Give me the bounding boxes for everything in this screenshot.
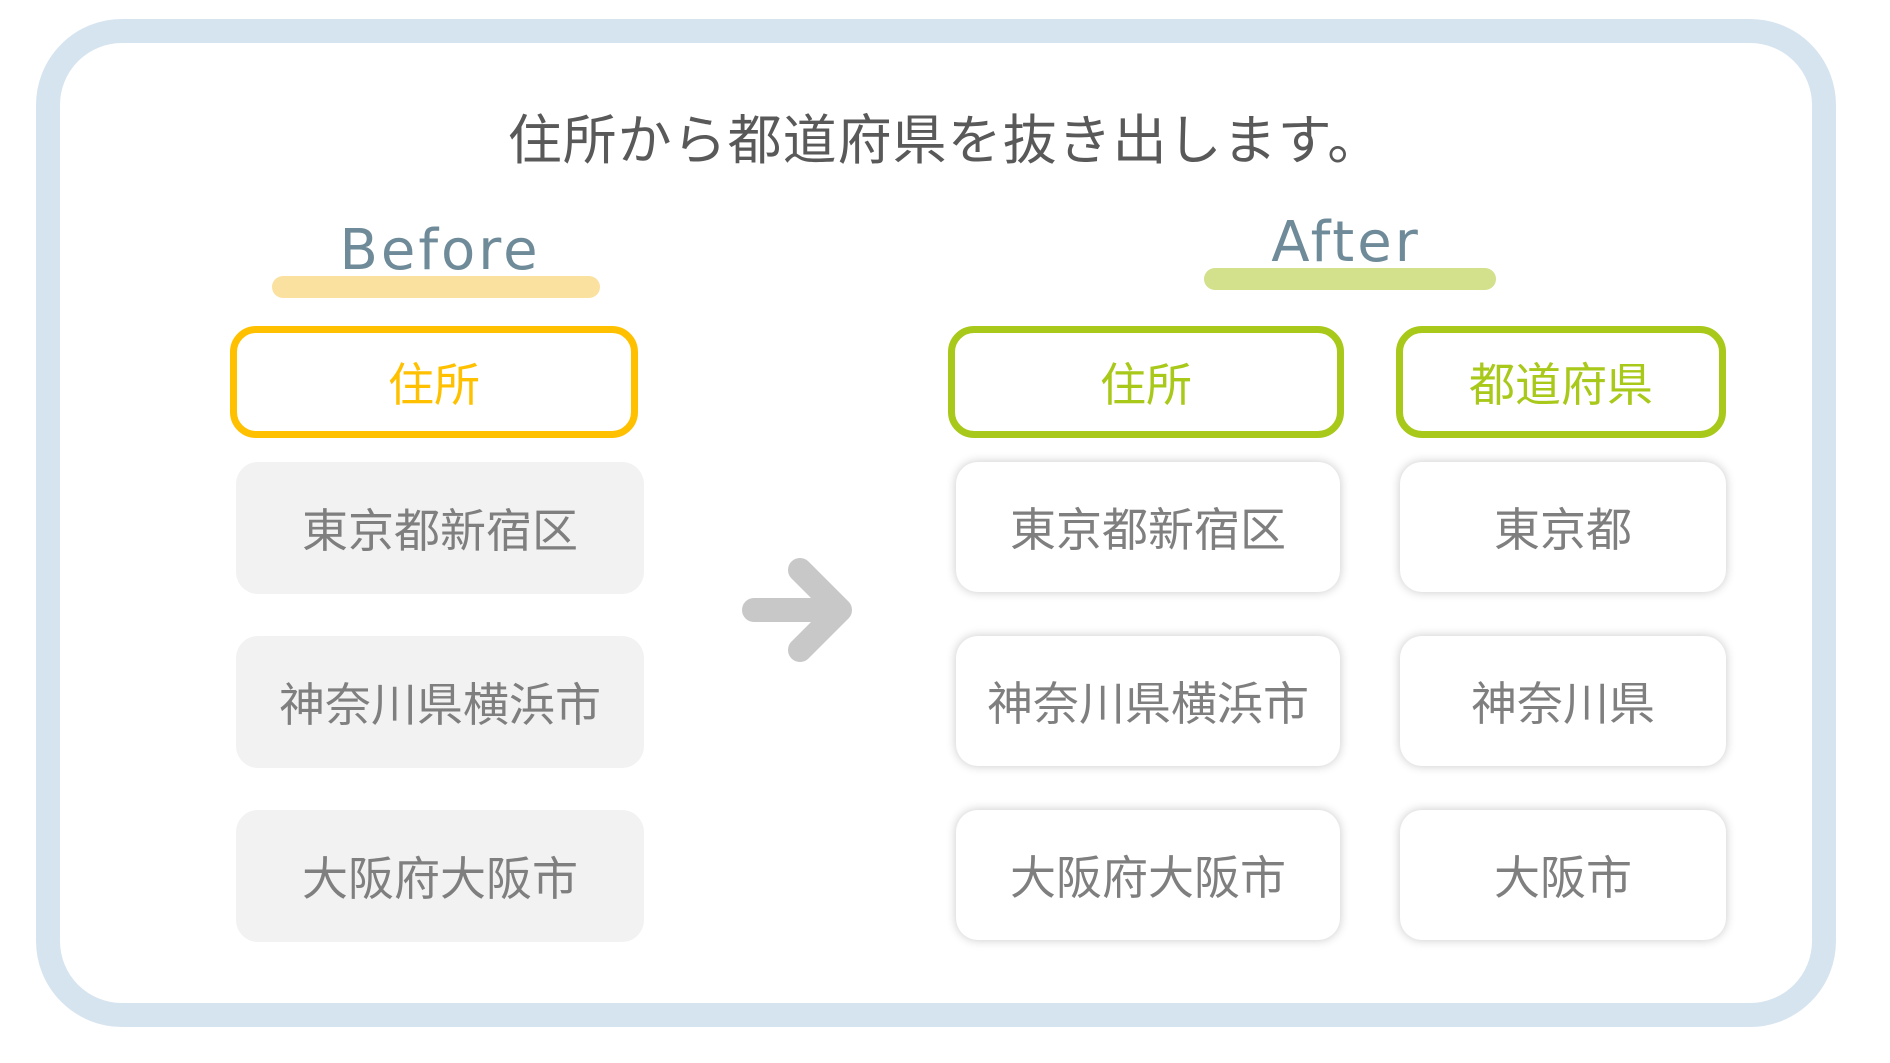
after-prefecture-row-2: 神奈川県 xyxy=(1400,636,1726,766)
after-header-prefecture: 都道府県 xyxy=(1396,326,1726,438)
before-row-3: 大阪府大阪市 xyxy=(236,810,644,942)
after-underline xyxy=(1204,268,1496,290)
before-header-address: 住所 xyxy=(230,326,638,438)
before-row-2: 神奈川県横浜市 xyxy=(236,636,644,768)
before-row-1: 東京都新宿区 xyxy=(236,462,644,594)
arrow-right-icon xyxy=(742,558,852,662)
after-prefecture-row-3: 大阪市 xyxy=(1400,810,1726,940)
after-address-row-1: 東京都新宿区 xyxy=(956,462,1340,592)
after-prefecture-row-1: 東京都 xyxy=(1400,462,1726,592)
after-address-row-3: 大阪府大阪市 xyxy=(956,810,1340,940)
page-title: 住所から都道府県を抜き出します。 xyxy=(507,109,1383,172)
before-label: Before xyxy=(339,218,541,283)
after-address-row-2: 神奈川県横浜市 xyxy=(956,636,1340,766)
after-label: After xyxy=(1271,210,1421,275)
before-underline xyxy=(272,276,600,298)
after-header-address: 住所 xyxy=(948,326,1344,438)
